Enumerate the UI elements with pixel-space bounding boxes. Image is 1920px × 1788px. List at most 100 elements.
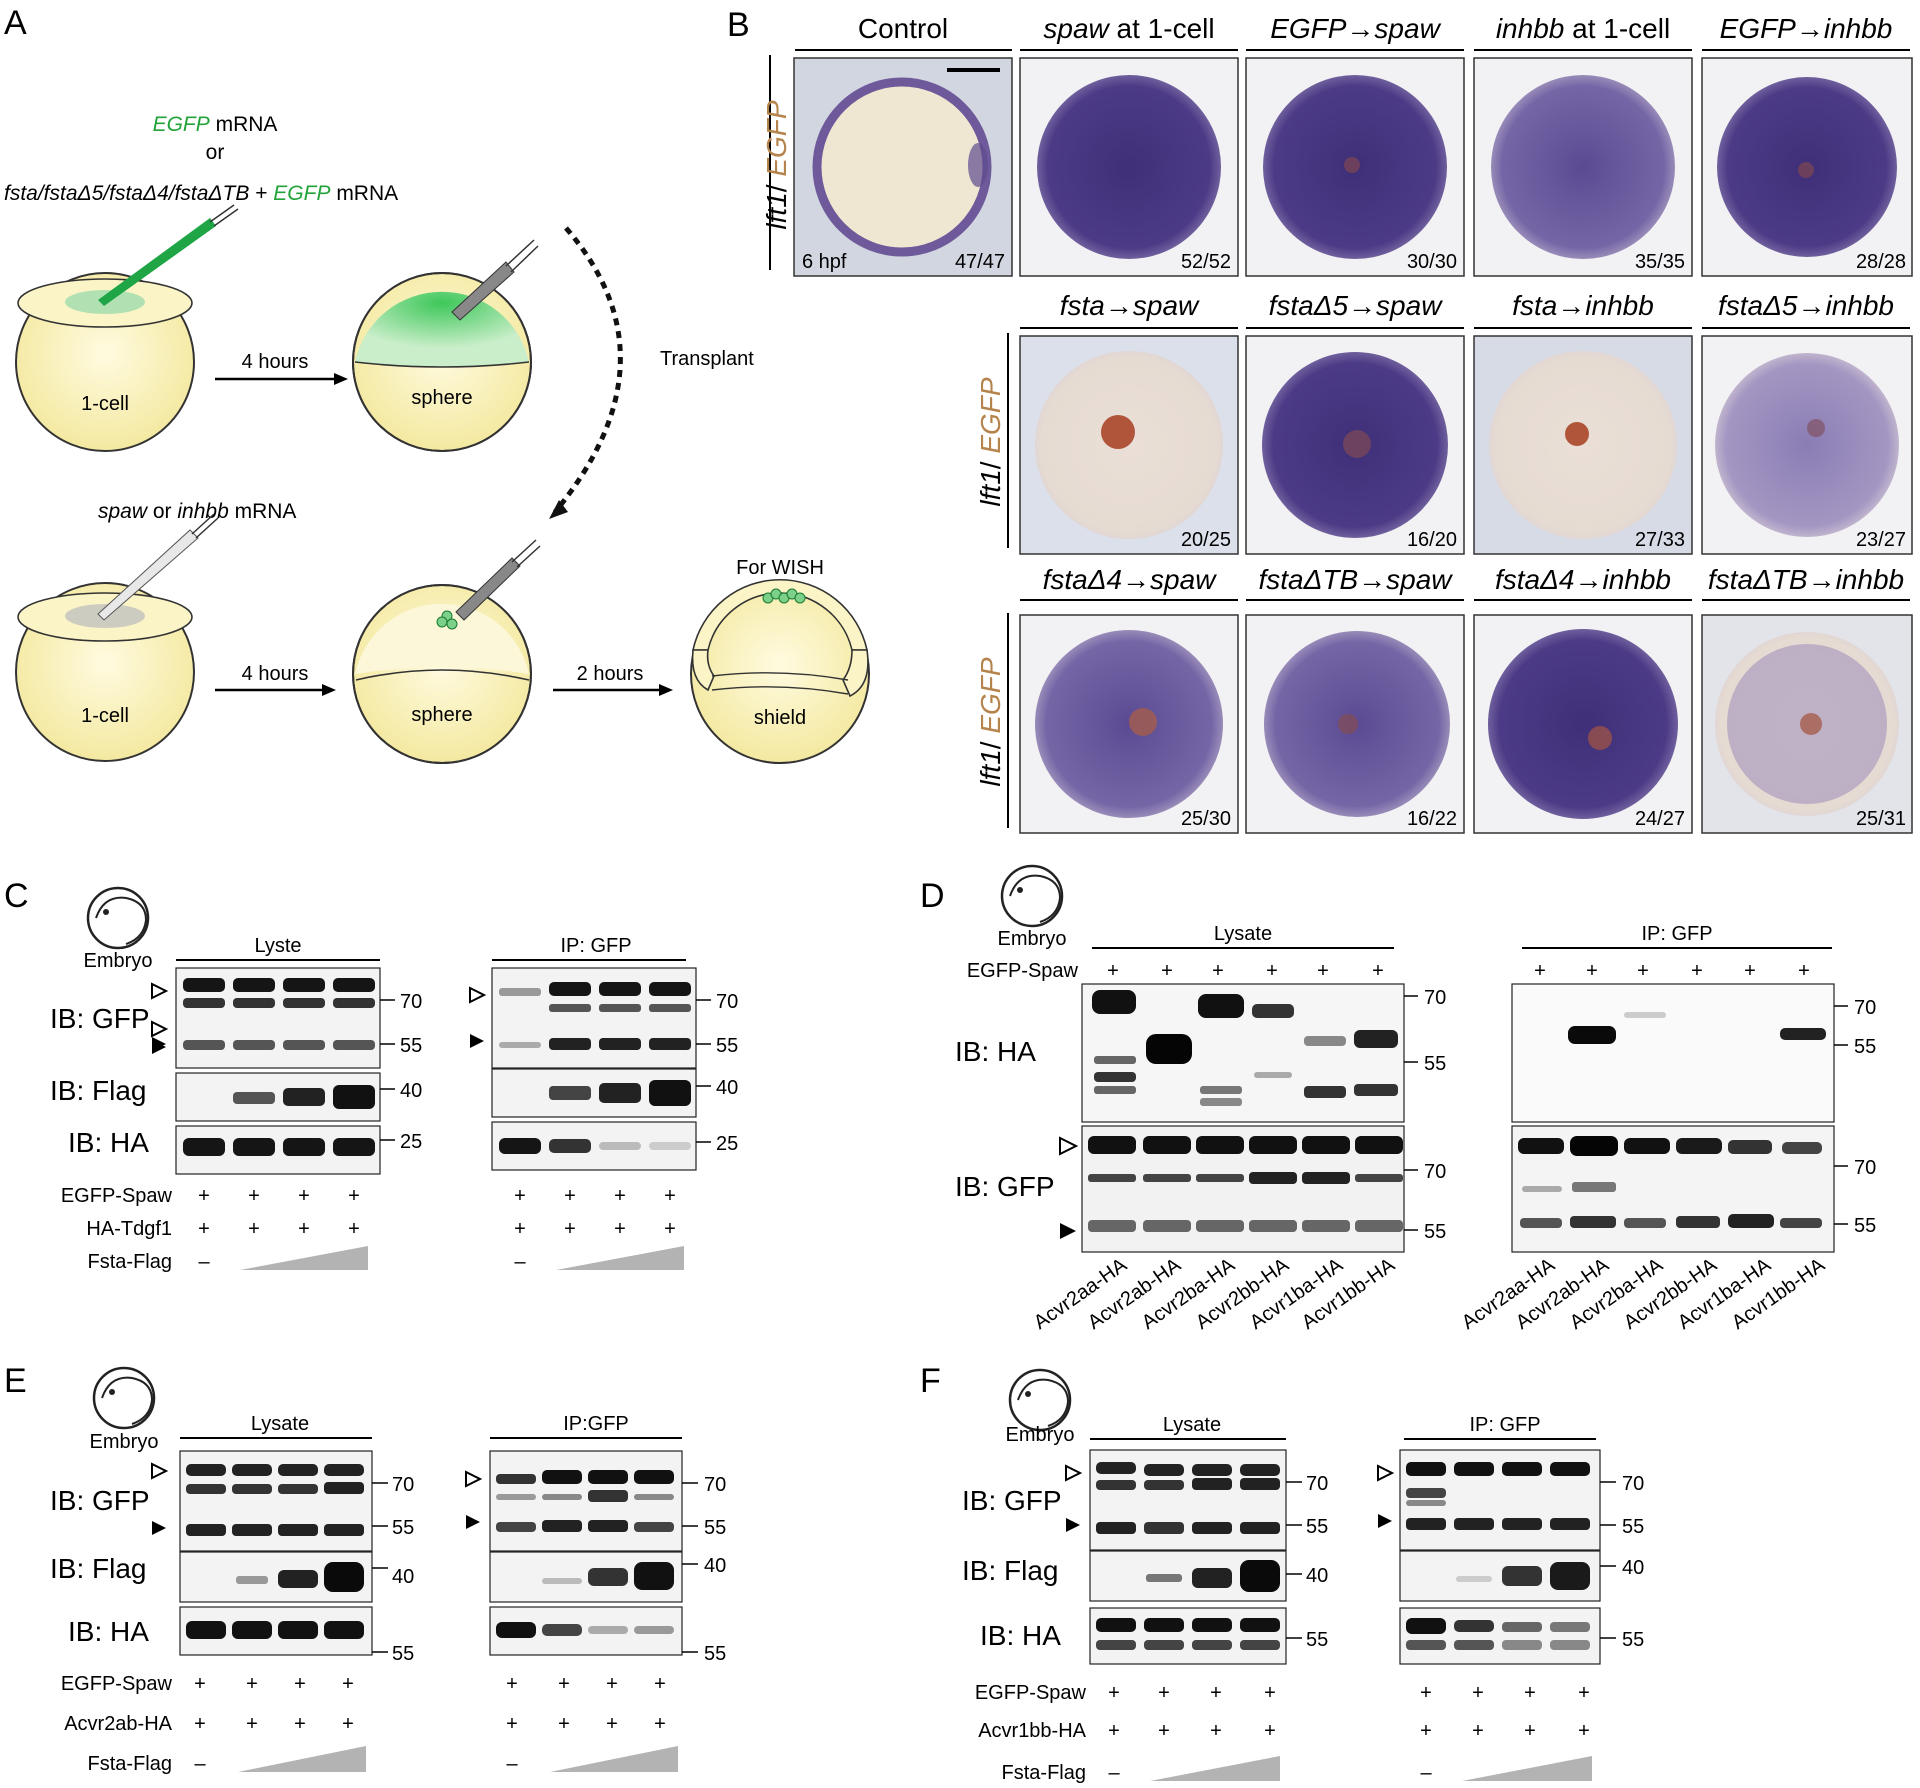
mw-marker: 40 <box>392 1566 414 1588</box>
e-row-label: Fsta-Flag <box>88 1753 172 1775</box>
embryo-label: Embryo <box>84 950 153 972</box>
c-blot-ip-gfp <box>491 967 697 1069</box>
svg-text:+: + <box>1161 960 1173 982</box>
e-lysate-title: Lysate <box>251 1413 309 1435</box>
mw-marker: 55 <box>1622 1516 1644 1538</box>
embryo-icon <box>1000 864 1064 928</box>
b-image-inhbb-1cell: inhbb at 1-cell 35/35 <box>1473 13 1693 277</box>
b-title: inhbb at 1-cell <box>1496 13 1670 44</box>
svg-text:+: + <box>558 1713 570 1735</box>
b-count: 47/47 <box>955 251 1005 273</box>
svg-text:+: + <box>1210 1720 1222 1742</box>
b-title: spaw at 1-cell <box>1043 13 1214 44</box>
svg-text:+: + <box>1420 1682 1432 1704</box>
svg-text:+: + <box>248 1185 260 1207</box>
panel-e: E Embryo Lysate IP:GFP IB: GFP IB: Flag … <box>4 1362 726 1775</box>
b-row2-ylabel: lft1/ EGFP <box>975 377 1006 506</box>
svg-text:+: + <box>564 1218 576 1240</box>
b-title: fstaΔ5→inhbb <box>1718 290 1894 321</box>
f-blot-ip-gfp <box>1399 1449 1601 1551</box>
f-ip-title: IP: GFP <box>1469 1414 1540 1436</box>
b-title: fstaΔ5→spaw <box>1269 290 1444 321</box>
embryo-label: Embryo <box>90 1431 159 1453</box>
b-image-fsta-d4-spaw: fstaΔ4→spaw 25/30 <box>1019 564 1239 834</box>
svg-text:+: + <box>1158 1682 1170 1704</box>
open-arrowhead-icon <box>1065 1464 1083 1482</box>
svg-text:+: + <box>1691 960 1703 982</box>
svg-text:+: + <box>1108 1720 1120 1742</box>
b-title: fstaΔTB→inhbb <box>1708 564 1904 595</box>
open-arrowhead-icon <box>465 1470 483 1488</box>
d-plus-row: ++++++ ++++++ <box>1107 960 1810 982</box>
or-label: or <box>206 141 225 164</box>
mw-marker: 70 <box>704 1474 726 1496</box>
embryo-sphere-bottom: sphere <box>352 539 541 764</box>
gradient-wedge <box>238 1746 366 1772</box>
b-title: fstaΔ4→spaw <box>1043 564 1218 595</box>
svg-text:+: + <box>614 1185 626 1207</box>
egfp-mrna-label: EGFP mRNA <box>153 113 278 136</box>
d-blot-ip-gfp <box>1511 1125 1835 1253</box>
mw-marker: 55 <box>1424 1221 1446 1243</box>
svg-text:+: + <box>294 1673 306 1695</box>
svg-text:+: + <box>348 1218 360 1240</box>
b-count: 23/27 <box>1856 529 1906 551</box>
mw-marker: 40 <box>1306 1565 1328 1587</box>
svg-text:–: – <box>194 1753 206 1775</box>
mw-marker: 40 <box>1622 1557 1644 1579</box>
e-blot-lysate-ha <box>179 1606 373 1656</box>
mw-marker: 70 <box>716 991 738 1013</box>
b-title: Control <box>858 13 948 44</box>
svg-text:+: + <box>1472 1682 1484 1704</box>
filled-arrowhead-icon <box>1060 1223 1076 1239</box>
svg-text:+: + <box>654 1713 666 1735</box>
svg-text:+: + <box>506 1673 518 1695</box>
d-ip-title: IP: GFP <box>1641 923 1712 945</box>
mw-marker: 25 <box>400 1131 422 1153</box>
spaw-inhbb-mrna-label: spaw or inhbb mRNA <box>98 500 296 523</box>
gradient-wedge <box>556 1246 684 1270</box>
gradient-wedge <box>1462 1756 1592 1781</box>
b-count: 30/30 <box>1407 251 1457 273</box>
svg-text:+: + <box>194 1713 206 1735</box>
mw-marker: 70 <box>1854 1157 1876 1179</box>
f-ib-flag-label: IB: Flag <box>962 1555 1058 1586</box>
d-blot-ip-ha <box>1511 983 1835 1123</box>
panel-c: C Embryo Lyste IP: GFP IB: GFP IB: Flag … <box>4 877 738 1273</box>
label-1-cell-bottom: 1-cell <box>81 705 129 727</box>
svg-text:+: + <box>558 1673 570 1695</box>
f-plus-grid: ++++ ++++ – ++++ ++++ – <box>1108 1682 1590 1784</box>
svg-text:+: + <box>248 1218 260 1240</box>
svg-text:+: + <box>348 1185 360 1207</box>
embryo-1cell-bottom: 1-cell <box>15 513 219 762</box>
filled-arrowhead-icon <box>152 1521 166 1535</box>
panel-f: F Embryo Lysate IP: GFP IB: GFP IB: Flag… <box>920 1362 1644 1784</box>
b-title: EGFP→inhbb <box>1720 13 1893 44</box>
b-count: 25/30 <box>1181 808 1231 830</box>
b-image-egfp-inhbb: EGFP→inhbb 28/28 <box>1701 13 1913 277</box>
e-blot-lysate-gfp <box>179 1450 373 1552</box>
open-arrowhead-icon <box>151 1462 169 1480</box>
e-blot-ip-flag <box>489 1551 683 1603</box>
mw-marker: 70 <box>1306 1473 1328 1495</box>
svg-text:+: + <box>654 1673 666 1695</box>
c-ib-ha-label: IB: HA <box>68 1127 149 1158</box>
two-hours-label: 2 hours <box>577 663 644 685</box>
svg-text:+: + <box>664 1185 676 1207</box>
d-egfp-spaw-label: EGFP-Spaw <box>967 960 1079 982</box>
f-lysate-title: Lysate <box>1163 1414 1221 1436</box>
mw-marker: 40 <box>400 1080 422 1102</box>
label-sphere-top: sphere <box>411 387 472 409</box>
f-blot-lysate-gfp <box>1089 1449 1287 1551</box>
c-row-label: Fsta-Flag <box>88 1251 172 1273</box>
c-blot-ip-ha <box>491 1121 697 1171</box>
svg-text:+: + <box>1212 960 1224 982</box>
svg-text:+: + <box>1534 960 1546 982</box>
svg-text:+: + <box>342 1673 354 1695</box>
gradient-wedge <box>1150 1756 1280 1781</box>
mw-marker: 70 <box>1424 987 1446 1009</box>
svg-text:+: + <box>1586 960 1598 982</box>
e-ib-flag-label: IB: Flag <box>50 1553 146 1584</box>
svg-text:+: + <box>514 1185 526 1207</box>
